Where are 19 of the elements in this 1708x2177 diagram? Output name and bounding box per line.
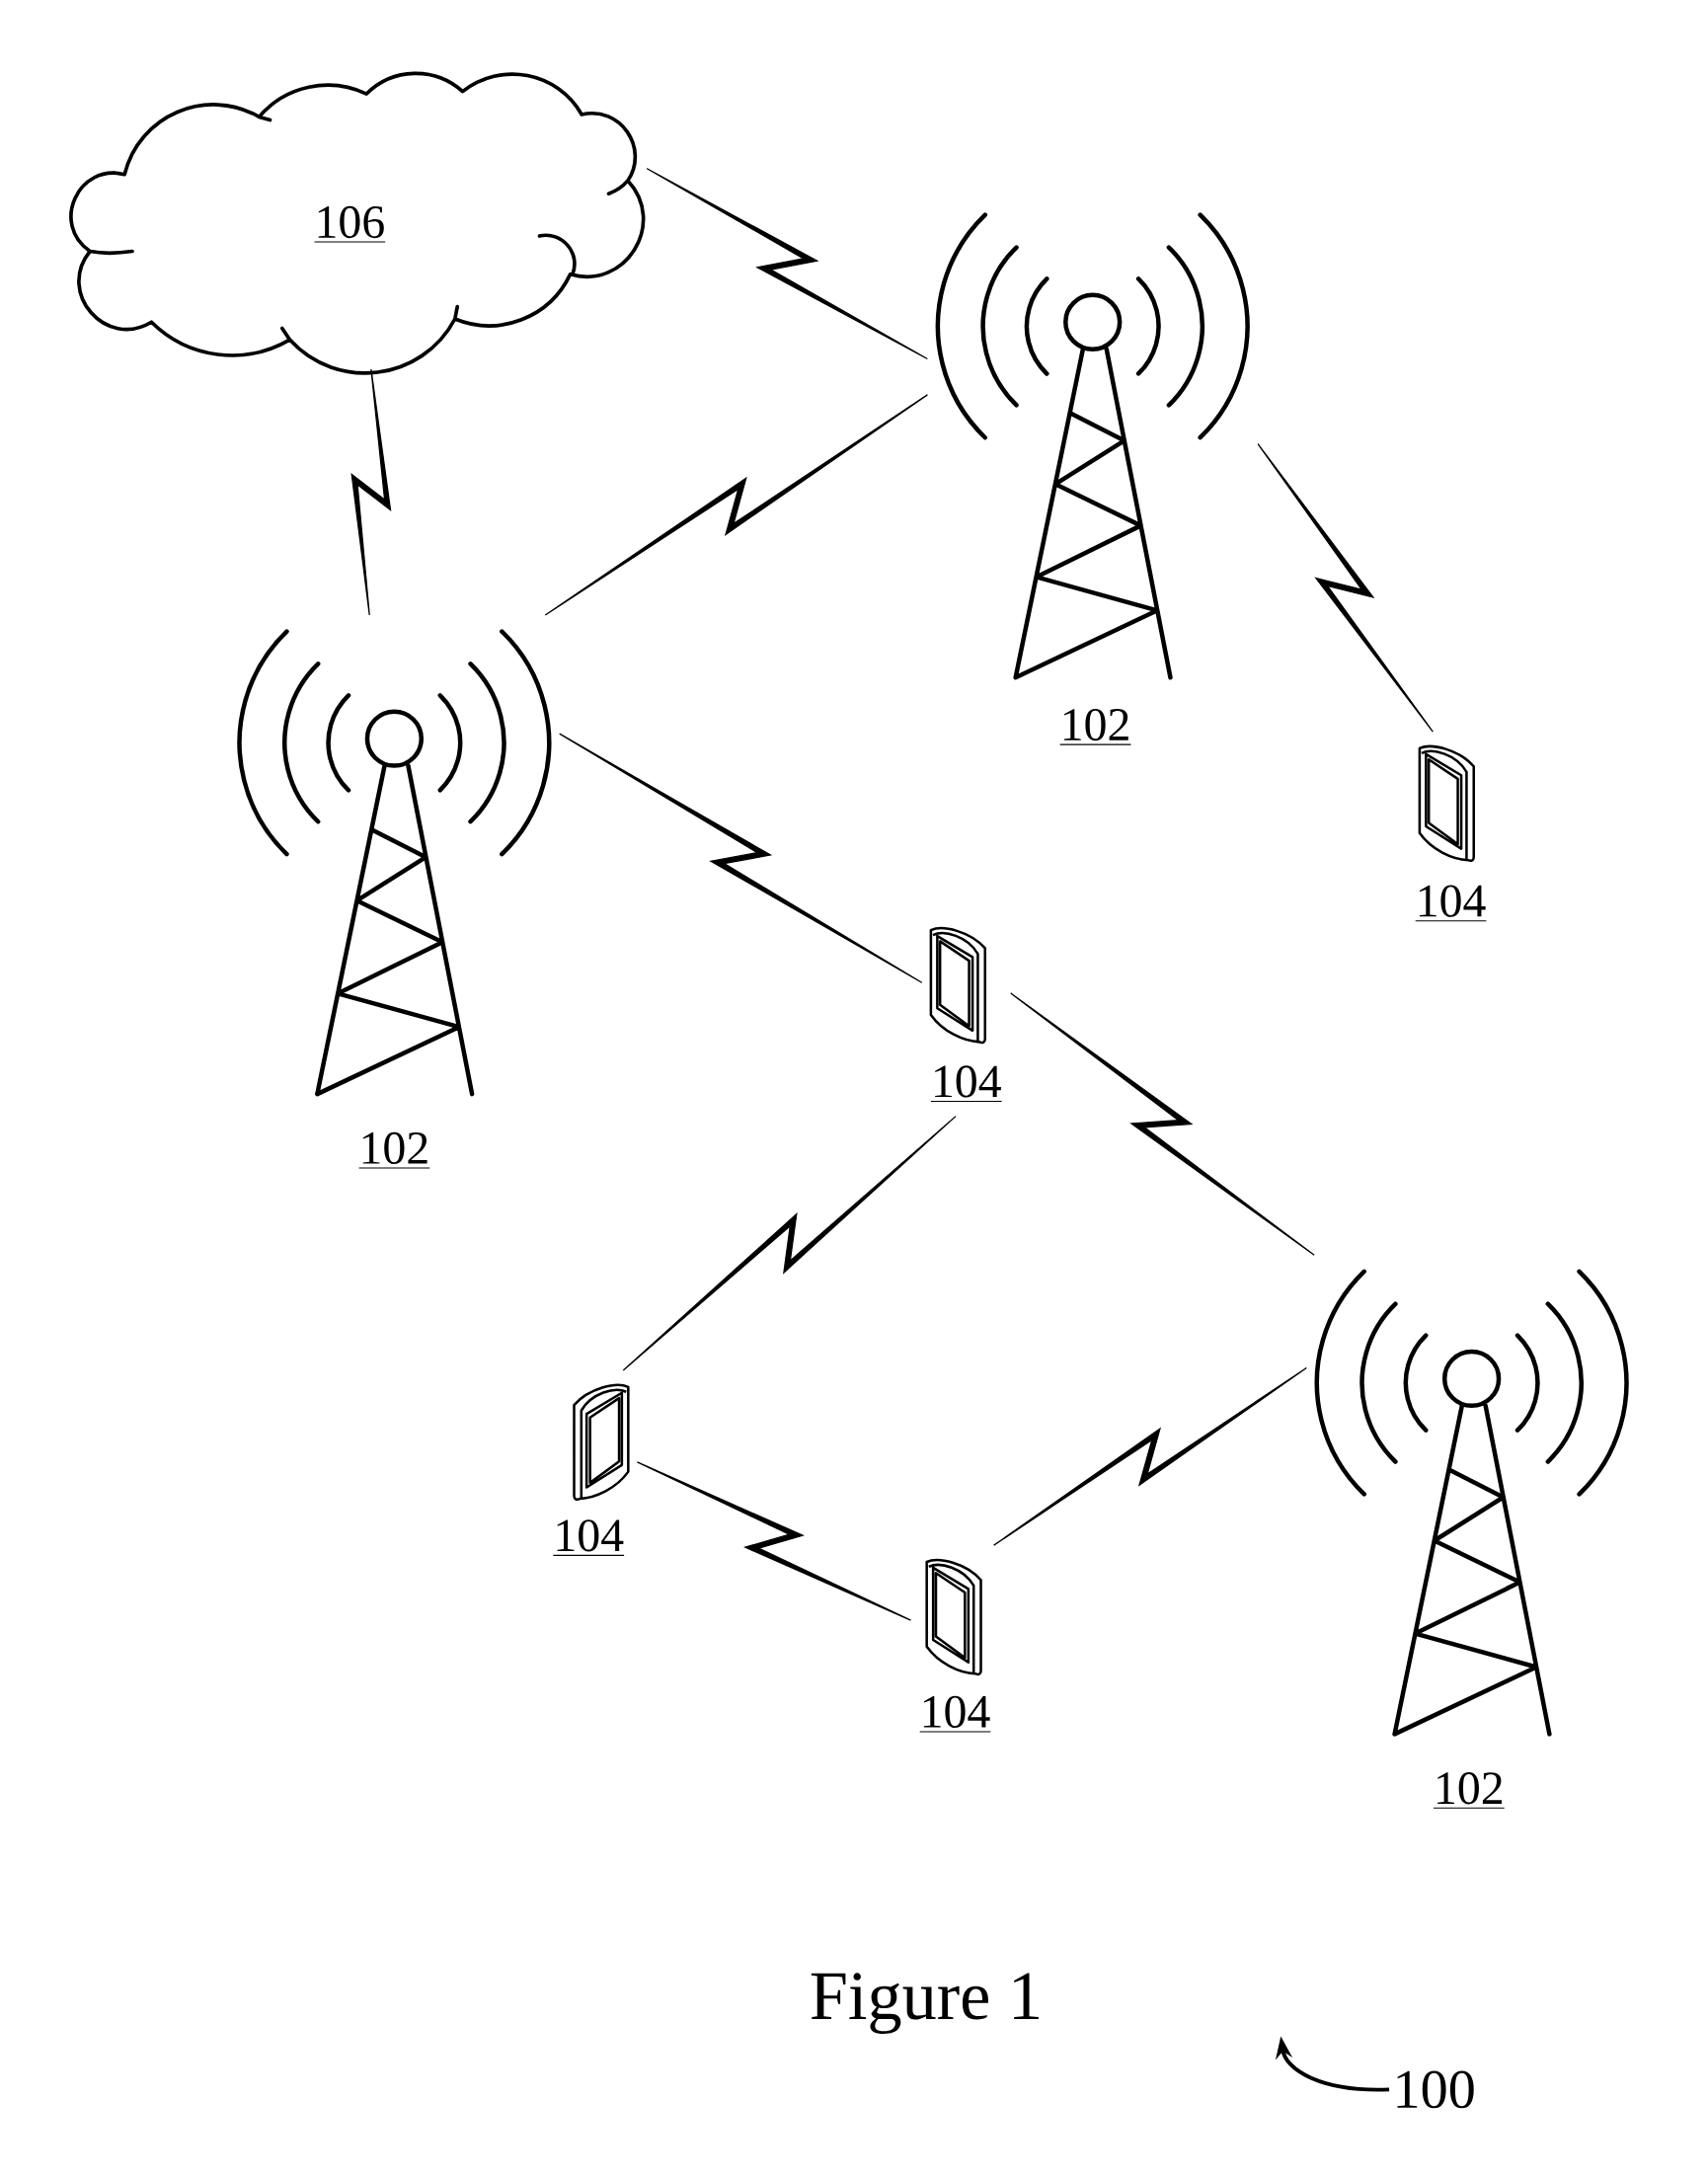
reference-numeral: 100 <box>1397 2070 1474 2109</box>
lightning-link <box>637 1461 912 1621</box>
lightning-link <box>1257 442 1435 733</box>
figure-caption: Figure 1 <box>812 1973 1040 2035</box>
lightning-link <box>1010 992 1315 1256</box>
cloud: 106 <box>69 71 646 375</box>
reference-numeral: 104 <box>919 1695 992 1733</box>
lightning-link <box>559 733 923 983</box>
lightning-link <box>350 368 392 616</box>
reference-numeral: 102 <box>1059 708 1132 745</box>
lightning-link <box>622 1115 957 1371</box>
reference-numeral: 104 <box>1415 885 1488 922</box>
lightning-link <box>993 1366 1308 1546</box>
reference-numeral: 104 <box>553 1519 625 1556</box>
reference-numeral: 102 <box>358 1131 430 1169</box>
reference-numeral: 104 <box>930 1065 1003 1103</box>
lightning-link <box>646 168 929 360</box>
lightning-link <box>544 394 929 616</box>
reference-numeral: 102 <box>1433 1772 1506 1809</box>
